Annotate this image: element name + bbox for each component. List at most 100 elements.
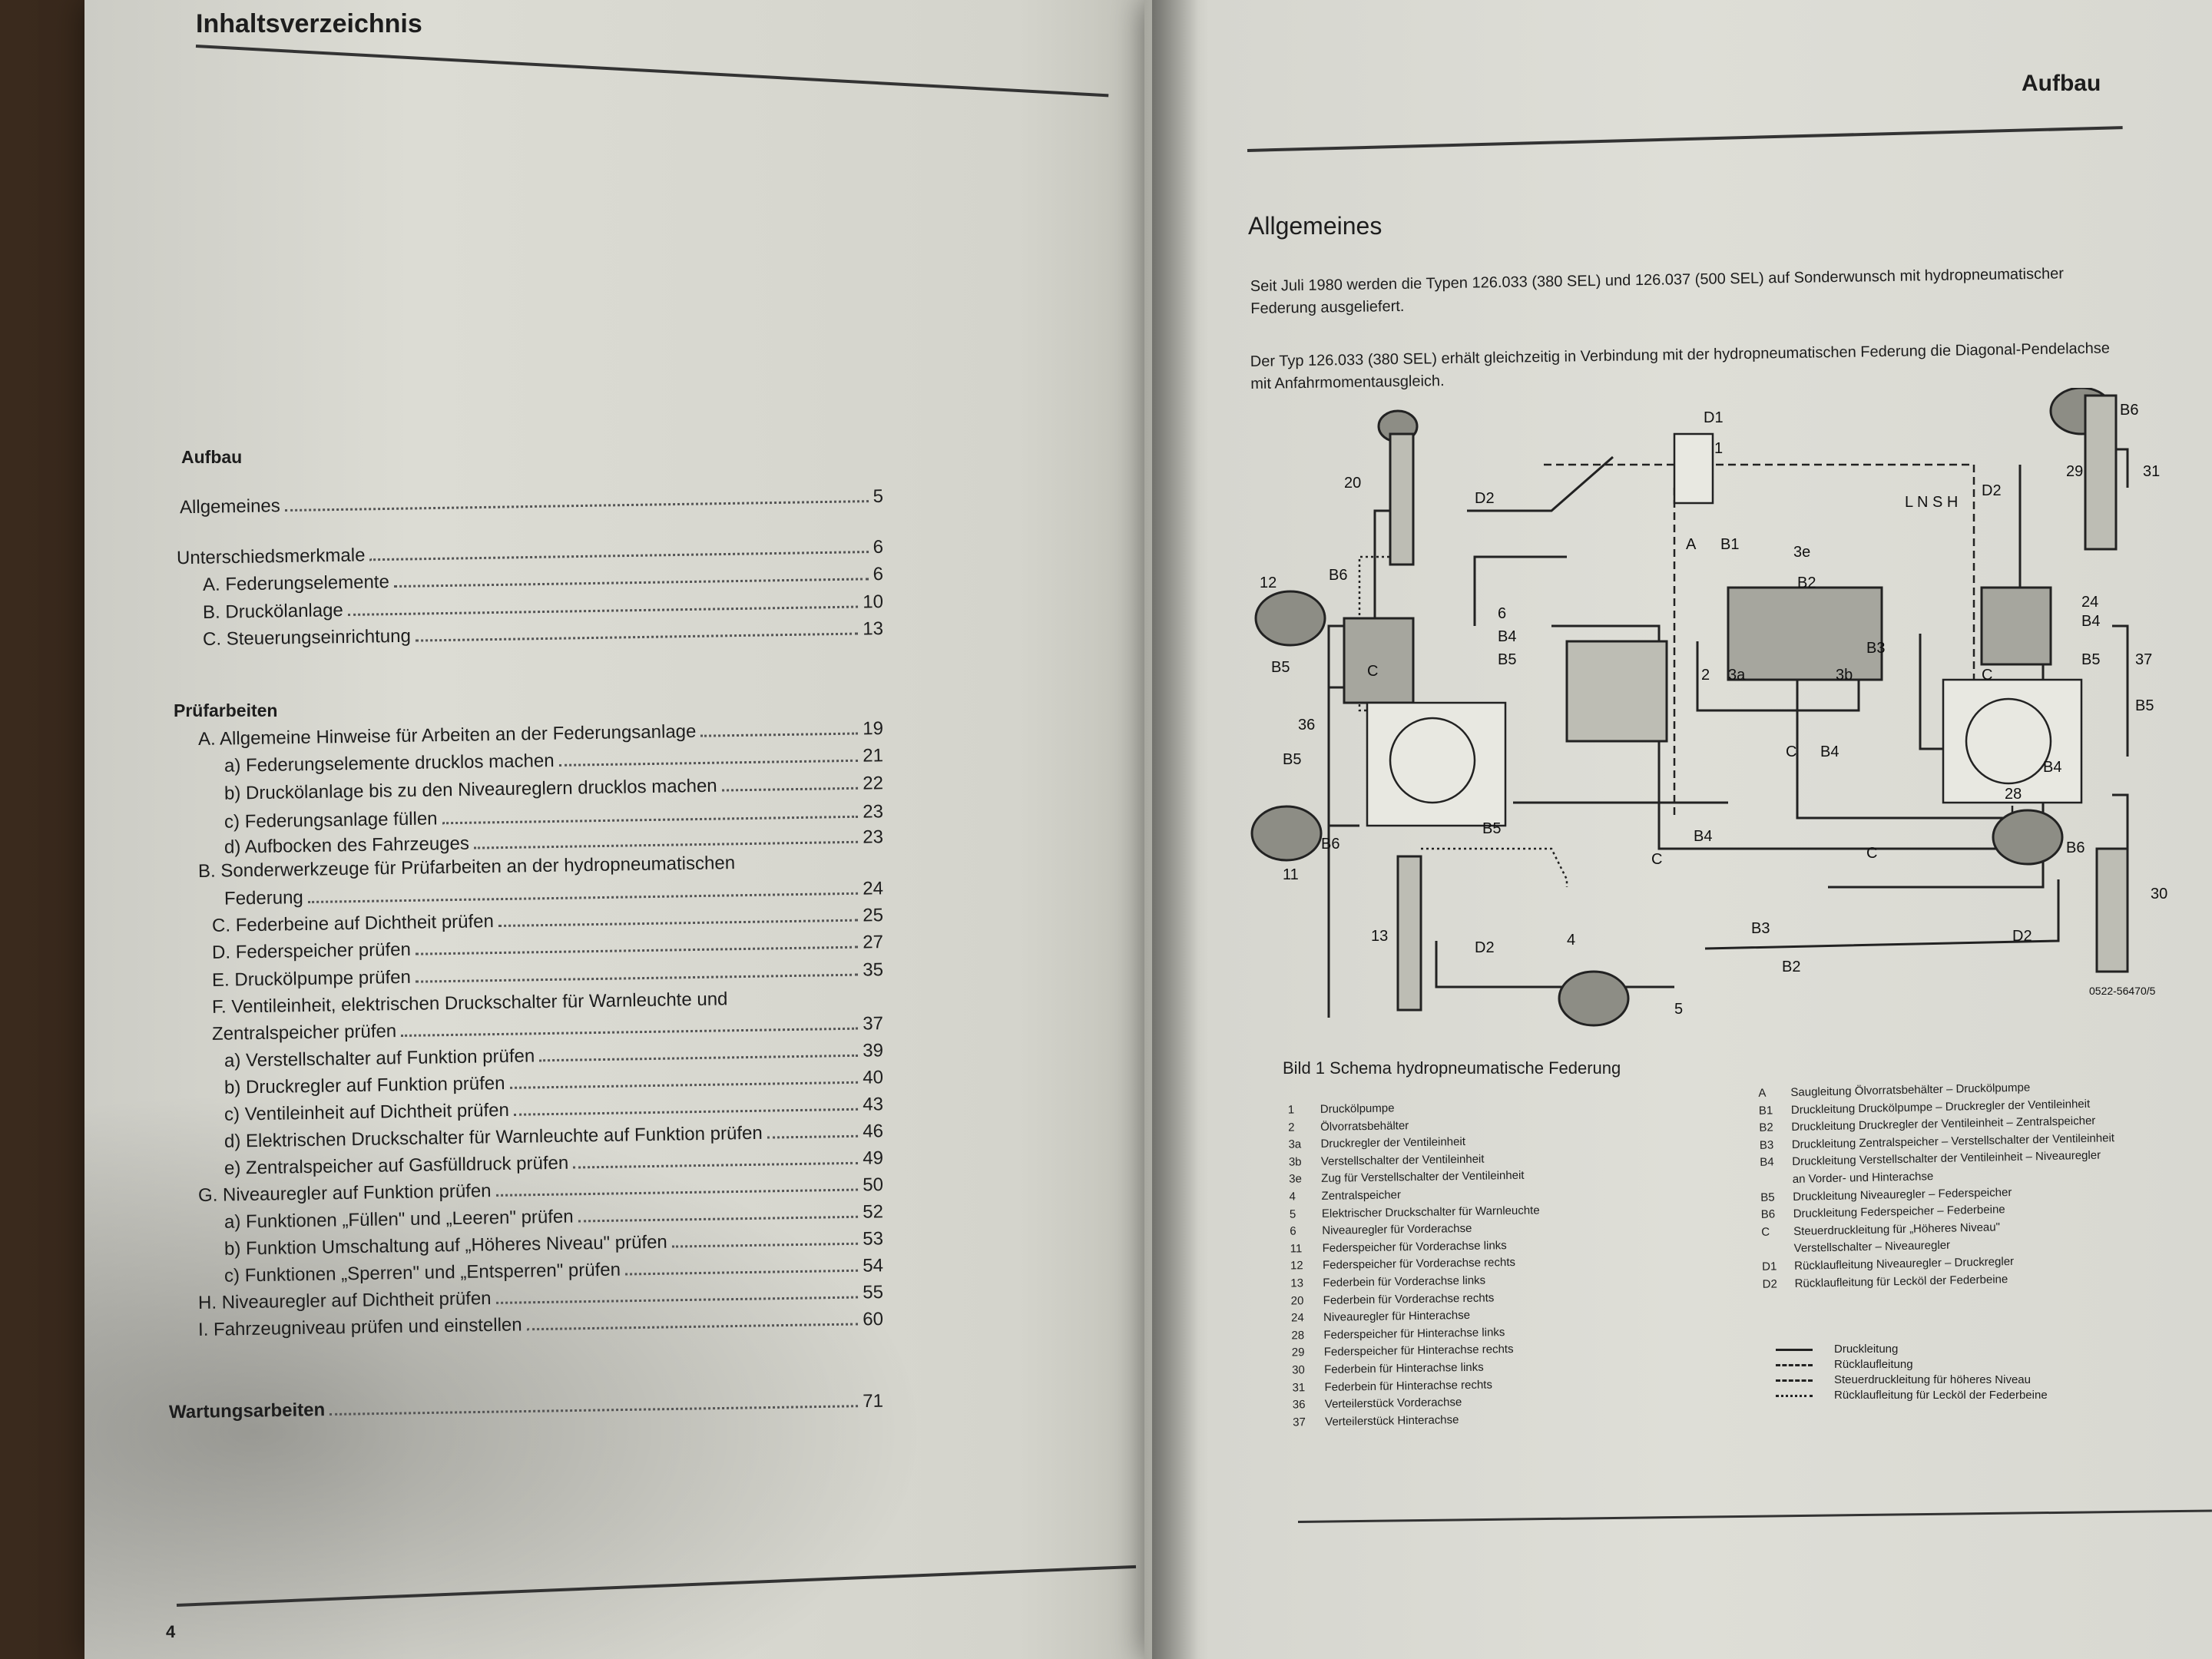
label-code: 0522-56470/5 — [2089, 985, 2156, 997]
legend-key: 2 — [1288, 1121, 1295, 1134]
label-n24: 24 — [2081, 594, 2098, 611]
legend-text: Verteilerstück Vorderachse — [1324, 1396, 1462, 1411]
toc-entry-label: Allgemeines — [179, 495, 280, 518]
toc-leader-dots — [393, 578, 869, 588]
toc-entry-page: 53 — [863, 1228, 884, 1250]
label-c-r: C — [1982, 667, 1992, 684]
label-n6: 6 — [1498, 605, 1506, 622]
toc-entry-page: 35 — [863, 959, 884, 981]
toc-entry-label: B. Druckölanlage — [202, 600, 344, 623]
label-b2-bot: B2 — [1782, 959, 1800, 975]
toc-entry-page: 13 — [863, 618, 884, 640]
label-c-bot2: C — [1866, 845, 1877, 862]
legend-text: Zug für Verstellschalter der Ventileinhe… — [1321, 1169, 1525, 1186]
toc-leader-dots — [573, 1161, 859, 1169]
legend-key: 29 — [1291, 1346, 1305, 1359]
legend-key: B6 — [1760, 1207, 1776, 1221]
label-b3-bot: B3 — [1751, 920, 1770, 937]
toc-entry-page: 60 — [863, 1308, 884, 1330]
toc-entry-page: 37 — [863, 1013, 884, 1035]
legend-text: Verteilerstück Hinterachse — [1325, 1412, 1459, 1429]
toc-leader-dots — [415, 945, 859, 955]
label-b6-tl: B6 — [1329, 567, 1347, 584]
legend-key: 24 — [1290, 1311, 1304, 1325]
toc-leader-dots — [369, 551, 869, 561]
legend-key: 31 — [1292, 1380, 1306, 1395]
toc-entry-page: 40 — [863, 1067, 884, 1088]
label-d2-bl: D2 — [1475, 939, 1495, 956]
section-pruefarbeiten: Prüfarbeiten — [174, 700, 278, 720]
toc-entry-page: 6 — [873, 564, 884, 585]
toc-entry-page: 49 — [863, 1147, 884, 1169]
toc-leader-dots — [415, 632, 859, 642]
legend-text: Saugleitung Ölvorratsbehälter – Druckölp… — [1790, 1081, 2031, 1099]
toc-entry-page: 10 — [863, 591, 884, 613]
label-b1: B1 — [1720, 536, 1739, 553]
toc-entry-page: 6 — [873, 536, 884, 558]
label-d1-top: D1 — [1704, 409, 1724, 426]
toc-entry-label: A. Federungselemente — [202, 571, 390, 595]
legend-key: 36 — [1292, 1398, 1306, 1412]
line-sample-dashdot — [1776, 1364, 1813, 1366]
toc-entry-page: 54 — [863, 1255, 884, 1277]
label-b4-mid: B4 — [1820, 743, 1839, 760]
label-b6-bl: B6 — [1321, 836, 1339, 853]
toc-leader-dots — [767, 1134, 859, 1139]
toc-leader-dots — [442, 815, 859, 825]
legend-text: an Vorder- und Hinterachse — [1792, 1170, 1934, 1186]
line-legend-text: Rücklaufleitung — [1834, 1358, 1913, 1371]
legend-text: Federbein für Hinterachse rechts — [1324, 1377, 1493, 1394]
toc-entry-page: 46 — [863, 1121, 884, 1142]
label-b5-l1: B5 — [1271, 659, 1290, 676]
label-b5-r1: B5 — [2081, 651, 2100, 668]
toc-leader-dots — [539, 1054, 859, 1062]
hydropneumatic-schematic: D1 D2 D2 D2 D2 B6 B6 B6 B6 B5 B5 B5 B5 B… — [1250, 388, 2167, 1027]
toc-entry-label: H. Niveauregler auf Dichtheit prüfen — [197, 1288, 492, 1314]
label-n31: 31 — [2143, 463, 2160, 480]
label-b5-mid: B5 — [1498, 651, 1516, 668]
legend-key: 11 — [1290, 1242, 1303, 1256]
toc-leader-dots — [495, 1296, 859, 1304]
shadow-overlay — [84, 1091, 929, 1659]
label-b4-rb: B4 — [2043, 759, 2061, 776]
toc-leader-dots — [473, 840, 859, 849]
label-c-bot: C — [1651, 851, 1662, 868]
toc-entry-label: C. Steuerungseinrichtung — [202, 625, 412, 650]
legend-text: Zentralspeicher — [1321, 1188, 1402, 1203]
toc-entry-label: c) Ventileinheit auf Dichtheit prüfen — [224, 1099, 510, 1125]
label-b2: B2 — [1797, 575, 1816, 591]
toc-entry-page: 27 — [863, 932, 884, 953]
legend-key: 1 — [1287, 1103, 1295, 1117]
legend-key — [1760, 1183, 1793, 1184]
toc-leader-dots — [495, 1188, 859, 1197]
toc-leader-dots — [526, 1323, 859, 1331]
legend-key: B4 — [1760, 1155, 1774, 1170]
label-c-mid: C — [1786, 743, 1796, 760]
legend-text: Druckleitung Niveauregler – Federspeiche… — [1793, 1185, 2012, 1204]
legend-key: B3 — [1759, 1138, 1774, 1152]
label-n11: 11 — [1283, 866, 1299, 883]
legend-key: 30 — [1292, 1363, 1305, 1377]
toc-entry-page: 23 — [863, 801, 884, 823]
label-n3b: 3b — [1836, 667, 1853, 684]
legend-key: B5 — [1760, 1190, 1775, 1204]
label-n28: 28 — [2005, 786, 2022, 803]
legend-key: B1 — [1758, 1104, 1773, 1118]
label-n30: 30 — [2151, 886, 2167, 902]
legend-key: 3b — [1288, 1155, 1302, 1169]
label-n13: 13 — [1371, 928, 1388, 945]
legend-key: 3a — [1288, 1137, 1302, 1151]
legend-text: Federspeicher für Hinterachse links — [1323, 1325, 1505, 1342]
toc-entry-page: 22 — [863, 773, 884, 794]
legend-text: Druckleitung Federspeicher – Federbeine — [1793, 1203, 2005, 1221]
toc-entry-label: d) Aufbocken des Fahrzeuges — [224, 833, 470, 858]
toc-entry-label: C. Federbeine auf Dichtheit prüfen — [211, 911, 495, 936]
toc-entry-label: E. Druckölpumpe prüfen — [211, 966, 412, 991]
label-n3e: 3e — [1793, 544, 1810, 561]
label-n2: 2 — [1701, 667, 1710, 684]
legend-text: Federbein für Vorderachse links — [1323, 1273, 1486, 1290]
line-legend-text: Druckleitung — [1834, 1343, 1899, 1356]
legend-key: B2 — [1759, 1121, 1773, 1135]
